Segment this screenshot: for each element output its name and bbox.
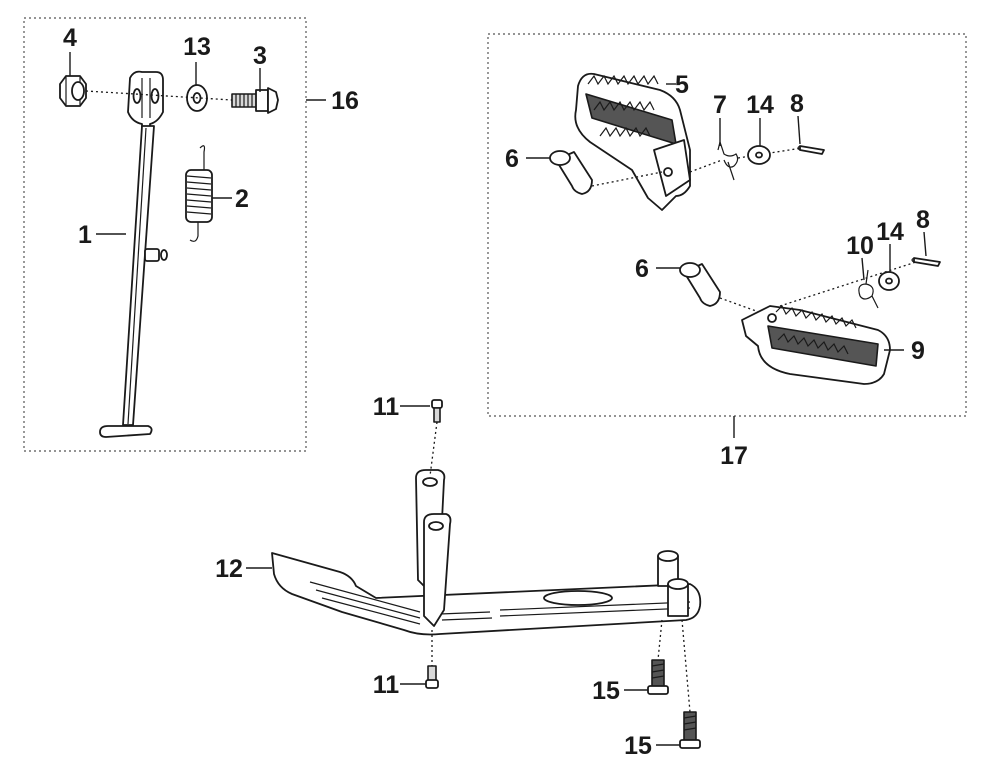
callout-8-lower: 8 (916, 206, 930, 234)
footpeg-part-5 (574, 72, 691, 211)
axis-line-bolt-15-lower (681, 619, 691, 713)
spring-part-2 (185, 145, 213, 242)
bolt-part-3 (231, 87, 279, 114)
nut-part-4 (59, 75, 87, 107)
pin-part-6-upper (549, 150, 593, 195)
callout-7: 7 (713, 91, 727, 119)
callout-5: 5 (675, 71, 689, 99)
axis-line-bolt-11-upper (429, 421, 438, 477)
callout-3: 3 (253, 42, 267, 70)
callout-13: 13 (183, 33, 211, 61)
footpeg-part-9 (741, 304, 891, 385)
skid-plate-part-12 (271, 469, 702, 636)
callout-12: 12 (215, 555, 243, 583)
callout-2: 2 (235, 185, 249, 213)
callout-11-lower: 11 (373, 671, 400, 699)
washer-part-14-lower (878, 271, 900, 291)
callout-14-upper: 14 (746, 91, 774, 119)
callout-16: 16 (331, 87, 359, 115)
callout-1: 1 (78, 221, 92, 249)
callout-8-upper: 8 (790, 90, 804, 118)
cotter-pin-part-8-lower (911, 257, 941, 267)
pin-part-6-lower (679, 262, 721, 307)
group-box-16 (23, 17, 307, 452)
callout-6-upper: 6 (505, 145, 519, 173)
callout-15-lower: 15 (624, 732, 652, 760)
bolt-part-15-upper (647, 659, 669, 695)
callout-6-lower: 6 (635, 255, 649, 283)
leader-lines (69, 52, 927, 746)
callout-15-upper: 15 (592, 677, 620, 705)
bolt-part-11-upper (431, 399, 443, 423)
spring-part-10 (858, 269, 879, 309)
spring-clip-part-7 (717, 139, 739, 181)
axis-line-upper-pin (591, 171, 663, 187)
cotter-pin-part-8-upper (797, 145, 825, 155)
washer-part-14-upper (747, 145, 771, 165)
callout-4: 4 (63, 24, 77, 52)
axis-line-upper-clip (689, 159, 723, 173)
callout-10: 10 (846, 232, 874, 260)
callout-11-upper: 11 (373, 393, 400, 421)
axis-line-pivot (85, 90, 233, 101)
callout-9: 9 (911, 337, 925, 365)
callout-14-lower: 14 (876, 218, 904, 246)
callout-17: 17 (720, 442, 748, 470)
axis-line-lower-hardware (779, 261, 917, 307)
axis-line-lower-pin (719, 297, 771, 317)
axis-line-bolt-15-upper (657, 619, 663, 661)
bolt-part-11-lower (425, 665, 439, 689)
side-stand-part-1 (99, 70, 168, 438)
bolt-part-15-lower (679, 711, 701, 749)
